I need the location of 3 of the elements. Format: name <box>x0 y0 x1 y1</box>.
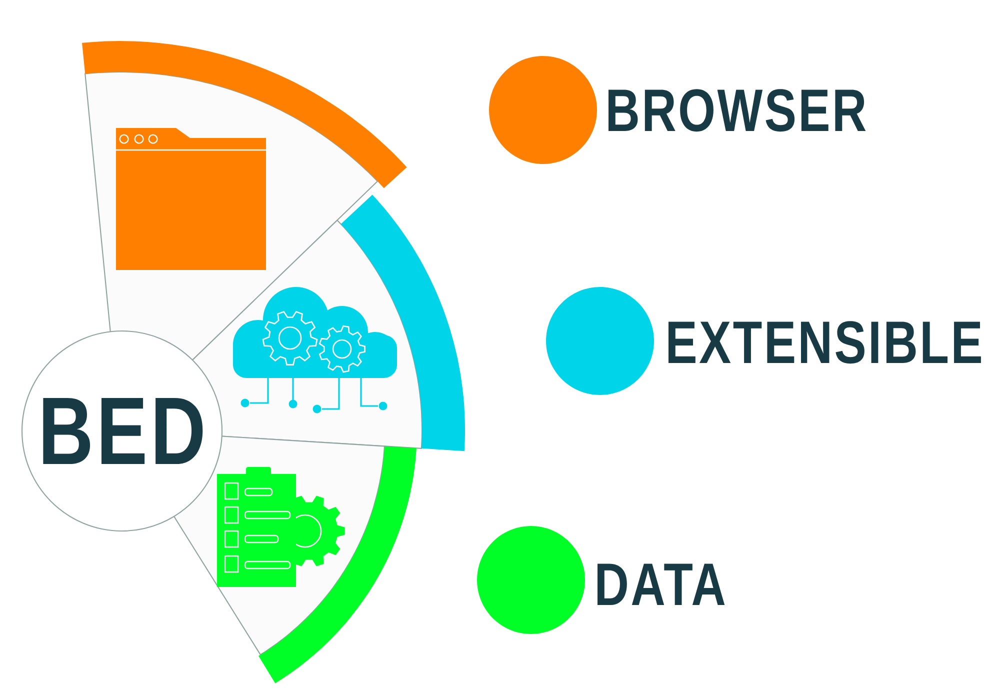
legend-label: EXTENSIBLE <box>668 321 981 364</box>
legend-label: DATA <box>598 564 725 605</box>
legend-label: BROWSER <box>608 89 866 132</box>
